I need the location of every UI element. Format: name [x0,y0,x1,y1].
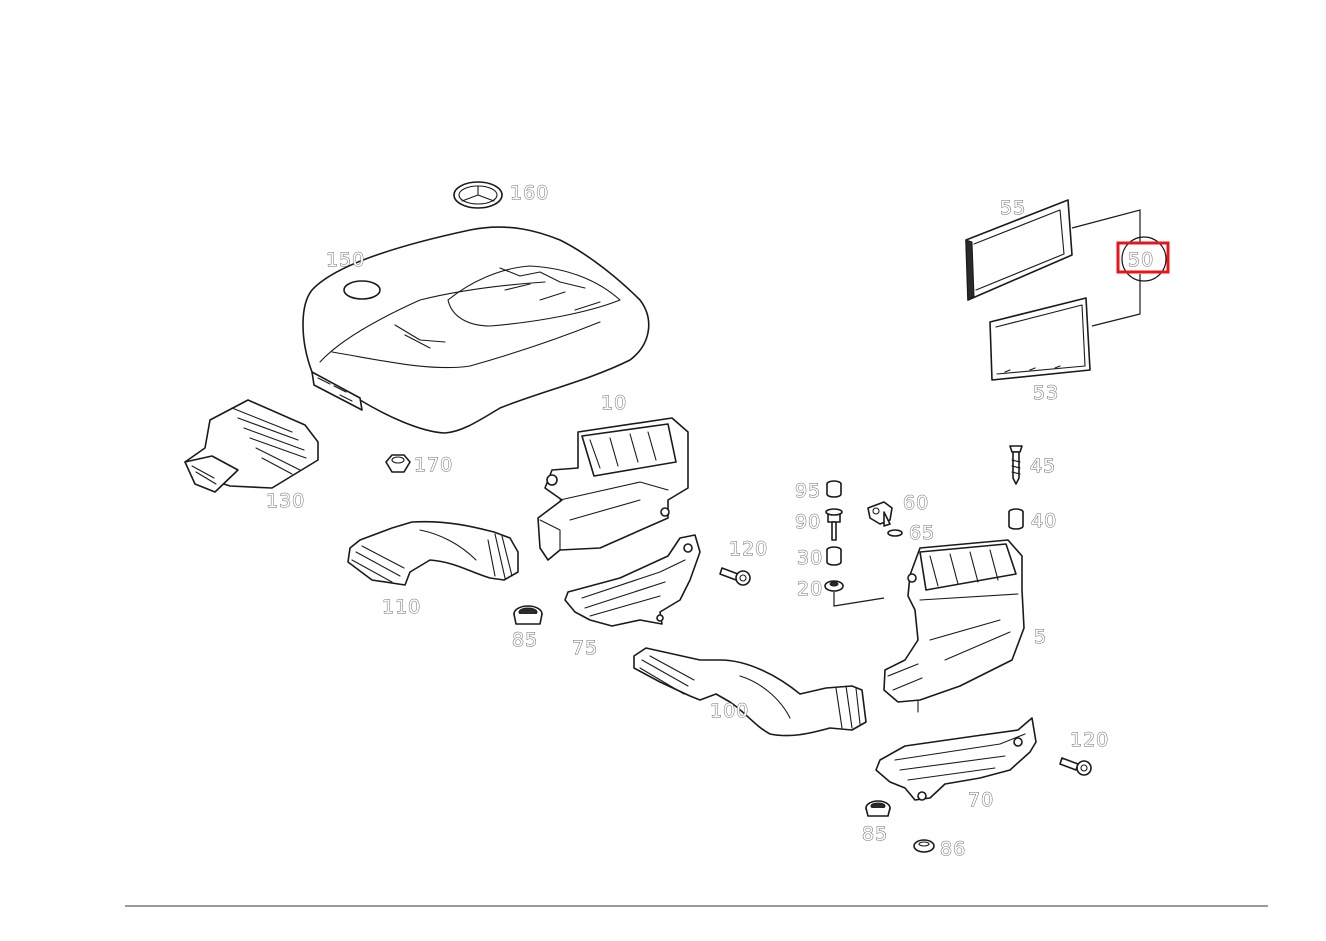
bolt-90[interactable] [825,508,843,541]
intake-pipe-110[interactable] [347,520,519,586]
label-130[interactable]: 130 [266,490,305,513]
emblem-160[interactable] [453,181,503,209]
label-86[interactable]: 86 [940,838,966,861]
grommet-85-lower[interactable] [865,800,891,817]
label-150[interactable]: 150 [326,249,365,272]
grommet-20[interactable] [824,580,885,607]
kit-50-leaders [1071,209,1167,327]
intake-pipe-100[interactable] [633,647,867,737]
engine-cover-150[interactable] [302,226,650,434]
rubber-mount-95[interactable] [826,480,842,498]
label-100[interactable]: 100 [710,700,749,723]
label-30[interactable]: 30 [797,547,823,570]
bushing-30[interactable] [826,546,842,566]
label-70[interactable]: 70 [968,789,994,812]
bracket-75[interactable] [564,534,701,627]
label-90[interactable]: 90 [795,511,821,534]
air-duct-130[interactable] [184,399,319,493]
label-53[interactable]: 53 [1033,382,1059,405]
label-55[interactable]: 55 [1000,197,1026,220]
label-110[interactable]: 110 [382,596,421,619]
label-95[interactable]: 95 [795,480,821,503]
grommet-170[interactable] [385,454,411,473]
label-160[interactable]: 160 [510,182,549,205]
bracket-70[interactable] [875,717,1037,801]
label-20[interactable]: 20 [797,578,823,601]
grommet-85-upper[interactable] [513,605,543,625]
screw-45[interactable] [1009,445,1023,485]
bolt-120-lower[interactable] [1059,757,1092,776]
filter-insert-53[interactable] [989,297,1091,381]
label-120-lower[interactable]: 120 [1070,729,1109,752]
label-85-lower[interactable]: 85 [862,823,888,846]
label-45[interactable]: 45 [1030,455,1056,478]
filter-element-55[interactable] [965,199,1073,301]
bolt-120-upper[interactable] [719,567,751,586]
spacer-40[interactable] [1008,508,1024,530]
sensor-60[interactable] [867,501,893,527]
label-60[interactable]: 60 [903,492,929,515]
seal-65[interactable] [887,529,903,537]
air-filter-housing-5[interactable] [883,539,1025,713]
label-40[interactable]: 40 [1031,510,1057,533]
air-filter-housing-10[interactable] [537,417,689,561]
grommet-86[interactable] [913,839,935,853]
label-5[interactable]: 5 [1034,626,1047,649]
label-120-upper[interactable]: 120 [729,538,768,561]
label-75[interactable]: 75 [572,637,598,660]
highlight-box-50 [1116,241,1170,274]
label-10[interactable]: 10 [601,392,627,415]
label-170[interactable]: 170 [414,454,453,477]
part-labels: 160 150 10 170 130 110 85 75 120 95 90 3… [266,182,1154,861]
label-65[interactable]: 65 [909,522,935,545]
label-50[interactable]: 50 [1128,249,1154,272]
label-85-upper[interactable]: 85 [512,629,538,652]
